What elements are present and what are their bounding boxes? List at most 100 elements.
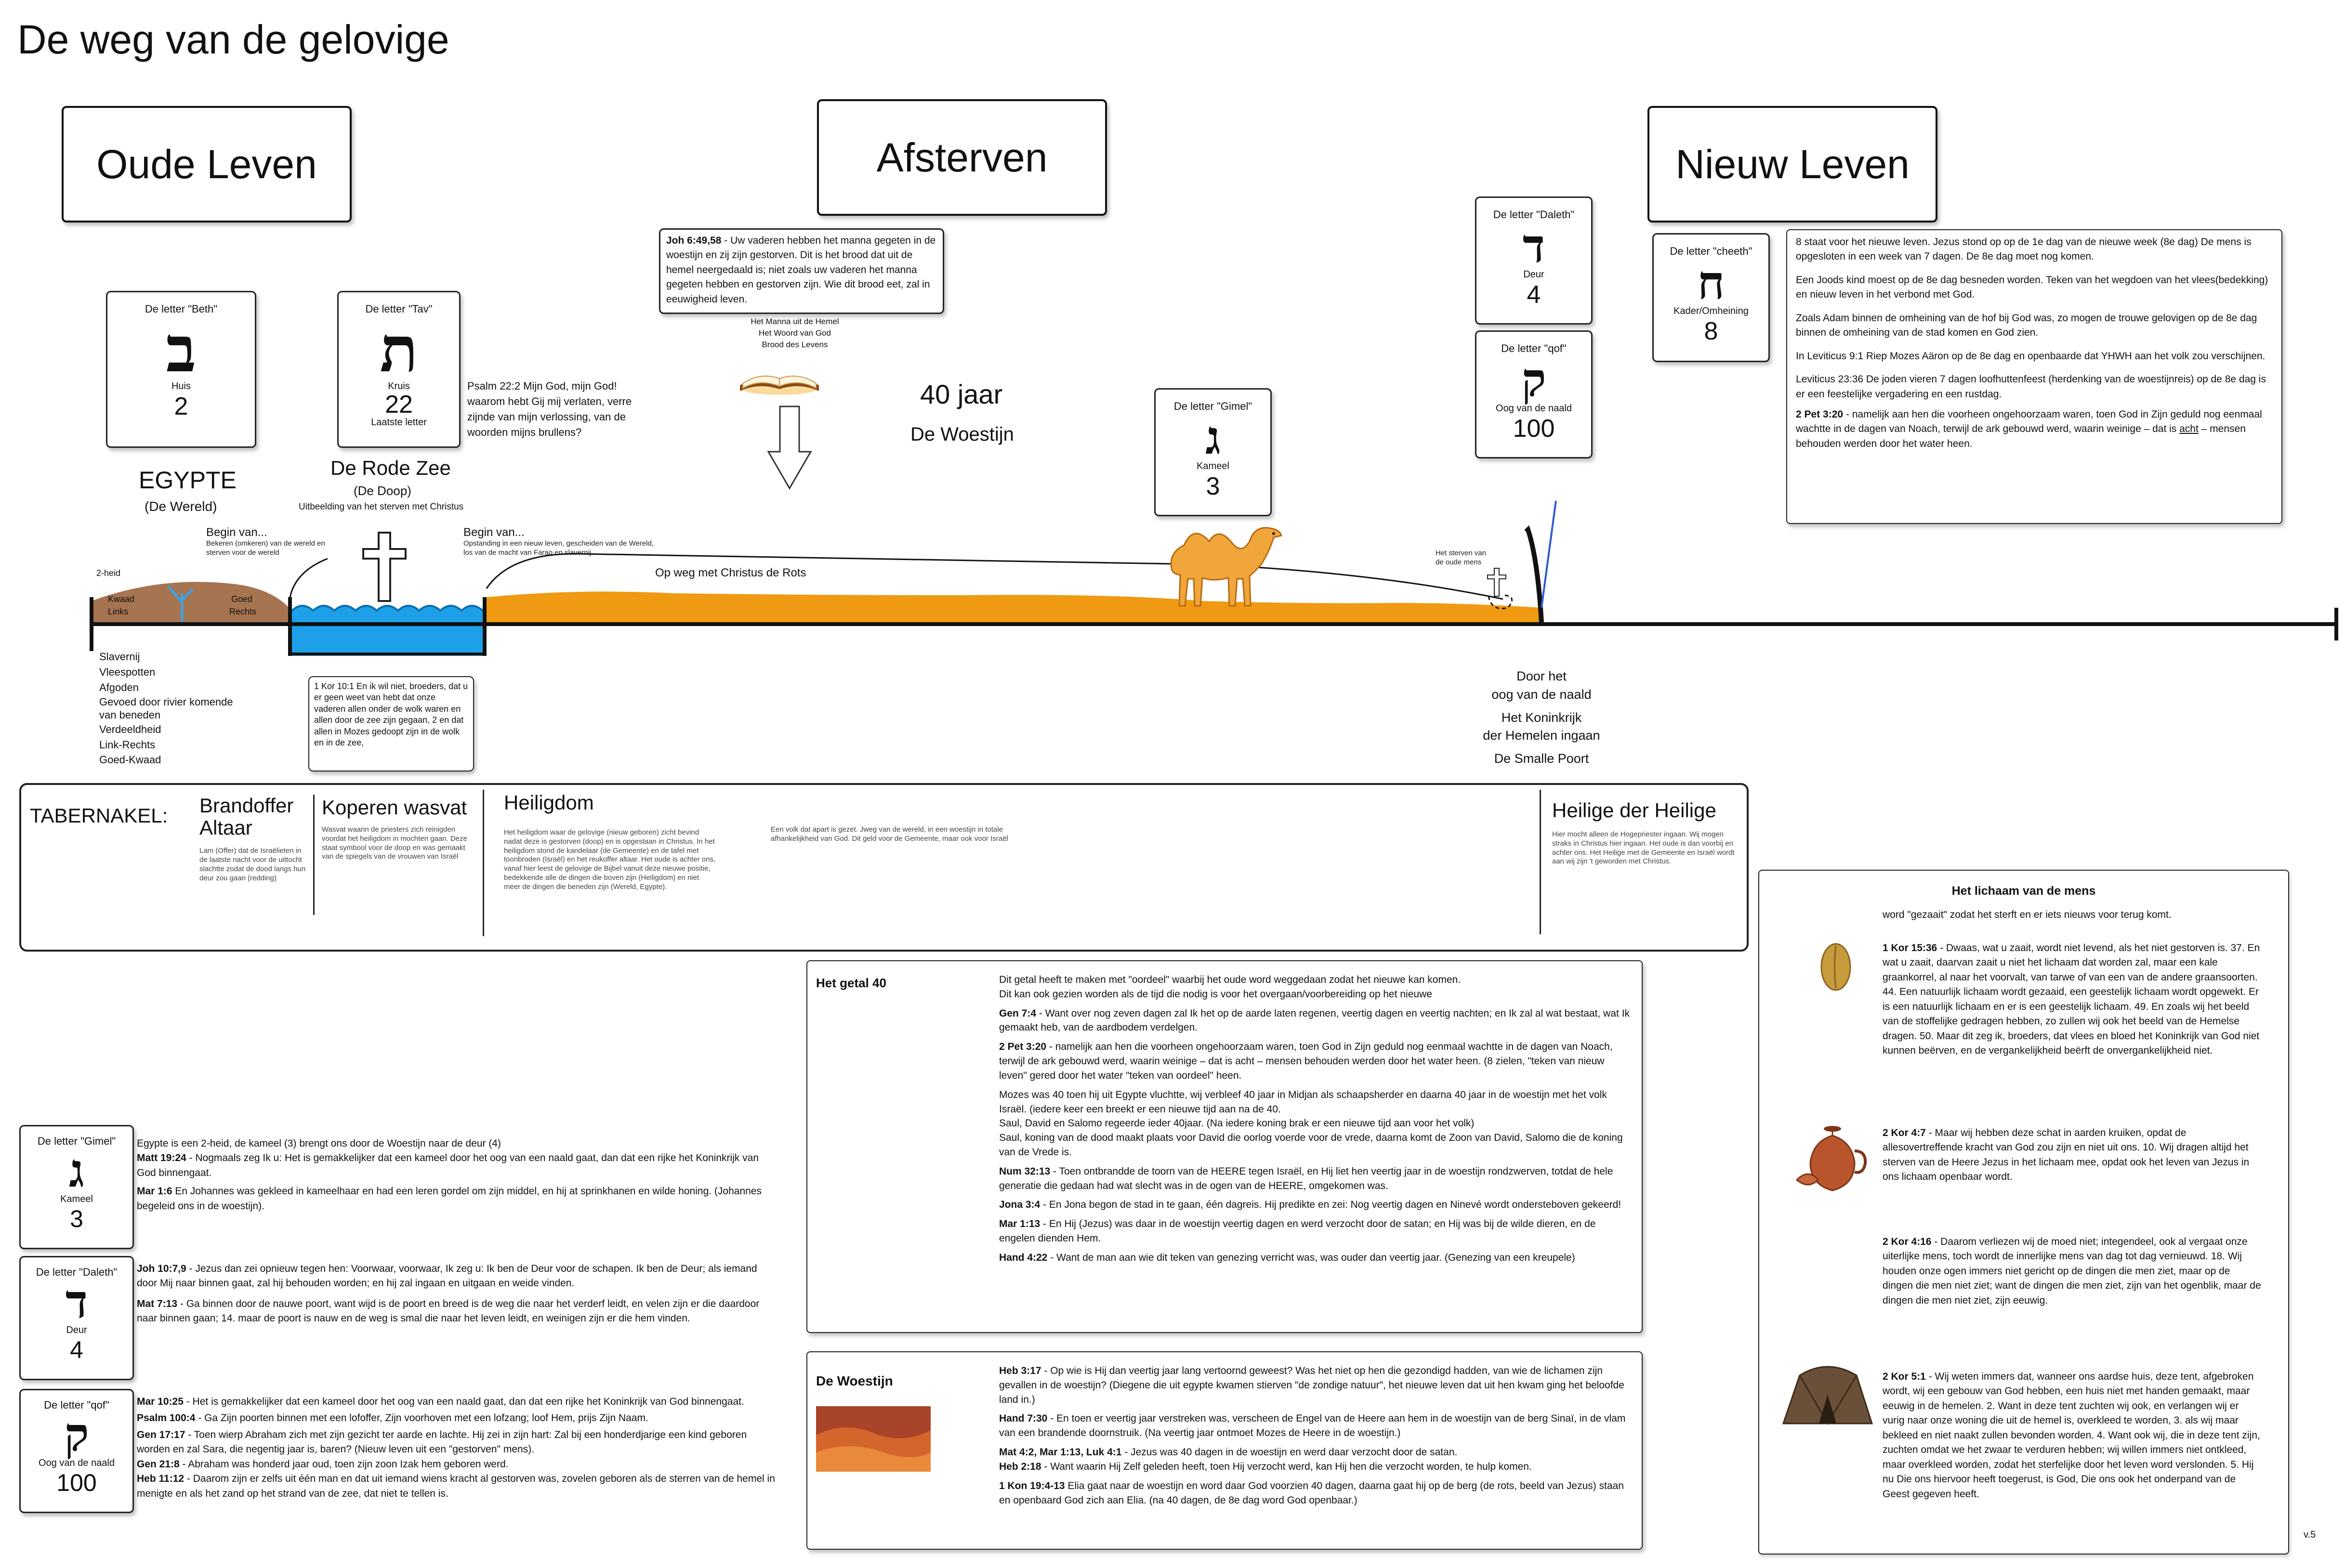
begin-title: Begin van...	[463, 526, 525, 539]
list-item: Link-Rechts	[99, 738, 156, 751]
letter-extra: Laatste letter	[371, 417, 427, 428]
letter-title: De letter "qof"	[1501, 342, 1567, 354]
rodezee-label: De Rode Zee	[330, 457, 451, 479]
verse-ref: 2 Kor 4:7	[1883, 1127, 1926, 1138]
caption-line: Het Woord van God	[759, 328, 831, 338]
tabernakel-bar	[19, 783, 1749, 952]
egypte-label: EGYPTE	[139, 467, 237, 494]
begin-bekeren: Begin van... Bekeren (omkeren) van de we…	[206, 526, 346, 558]
letter-meaning: Deur	[66, 1325, 87, 1335]
manna-caption: Het Manna uit de Hemel Het Woord van God…	[723, 316, 867, 350]
verse-text: - Jezus was 40 dagen in de woestijn en w…	[1121, 1447, 1458, 1458]
section-title: Heiligdom	[504, 791, 594, 814]
verse-ref: 1 Kor 15:36	[1883, 942, 1937, 954]
letter-meaning: Oog van de naald	[39, 1458, 115, 1468]
verse-ref: Matt 19:24	[137, 1152, 186, 1164]
eight-line: Een Joods kind moest op de 8e dag besned…	[1796, 274, 2268, 301]
cross-icon	[362, 532, 407, 602]
woestijn-box: De Woestijn Heb 3:17 - Op wie is Hij dan…	[806, 1351, 1643, 1550]
letter-card-gimel-small: De letter "Gimel" ג Kameel 3	[19, 1125, 134, 1249]
letter-number: 4	[70, 1336, 83, 1363]
letter-number: 4	[1527, 281, 1541, 309]
letter-number: 100	[1513, 415, 1555, 443]
seed-icon	[1820, 943, 1851, 991]
psalm22-text: Psalm 22:2 Mijn God, mijn God! waarom he…	[467, 380, 632, 438]
verse-ref: Gen 17:17	[137, 1429, 185, 1440]
letter-title: De letter "Gimel"	[37, 1135, 116, 1147]
verse-ref: Mat 7:13	[137, 1298, 178, 1309]
gate-line: De Smalle Poort	[1494, 751, 1589, 766]
gimel-intro: Egypte is een 2-heid, de kameel (3) bren…	[137, 1138, 501, 1149]
kor416-text: 2 Kor 4:16 - Daarom verliezen wij de moe…	[1883, 1235, 2263, 1308]
verse-ref: Heb 2:18	[999, 1461, 1041, 1472]
letter-number: 3	[1206, 472, 1220, 500]
verse-ref: Jona 3:4	[999, 1199, 1041, 1211]
header-afsterven: Afsterven	[817, 99, 1107, 216]
kor10-box: 1 Kor 10:1 En ik wil niet, broeders, dat…	[308, 676, 474, 771]
letter-card-qof: De letter "qof" ק Oog van de naald 100	[1475, 330, 1593, 458]
kor51-text: 2 Kor 5:1 - Wij weten immers dat, wannee…	[1883, 1370, 2263, 1502]
verse-highlight: acht	[2179, 423, 2199, 435]
list-item: Verdeeldheid	[99, 723, 161, 735]
eight-line: In Leviticus 9:1 Riep Mozes Aäron op de …	[1796, 350, 2266, 362]
verse-text: - Dwaas, wat u zaait, wordt niet levend,…	[1883, 942, 2260, 1057]
getal40-intro: Dit kan ook gezien worden als de tijd di…	[999, 988, 1432, 1000]
tabernakel-label: TABERNAKEL:	[30, 804, 168, 827]
gate-line: oog van de naald	[1491, 687, 1592, 702]
verse-ref: 2 Kor 5:1	[1883, 1371, 1926, 1382]
camel-icon	[1170, 527, 1282, 607]
gimel-texts: Egypte is een 2-heid, de kameel (3) bren…	[137, 1137, 777, 1214]
hebrew-glyph: ד	[1522, 219, 1545, 273]
letter-card-beth: De letter "Beth" ב Huis 2	[106, 291, 256, 448]
letter-card-qof-small: De letter "qof" ק Oog van de naald 100	[19, 1389, 134, 1513]
red-sea-water	[292, 606, 483, 656]
daleth-texts: Joh 10:7,9 - Jezus dan zei opnieuw tegen…	[137, 1262, 777, 1326]
verse-ref: 2 Kor 4:16	[1883, 1236, 1932, 1247]
page-title: De weg van de gelovige	[17, 17, 449, 62]
version-label: v.5	[2304, 1529, 2316, 1540]
kor1536-text: 1 Kor 15:36 - Dwaas, wat u zaait, wordt …	[1883, 941, 2263, 1058]
egypt-land-shape	[92, 582, 289, 624]
verse-text: - Ga Zijn poorten binnen met een lofoffe…	[195, 1412, 648, 1424]
clay-jar-icon	[1795, 1126, 1867, 1191]
verse-ref: Mat 4:2, Mar 1:13, Luk 4:1	[999, 1447, 1122, 1458]
letter-meaning: Deur	[1523, 269, 1544, 280]
tabernakel-heiligdom: Heiligdom Het heiligdom waar de gelovige…	[504, 791, 716, 891]
verse-text: - Nogmaals zeg Ik u: Het is gemakkelijke…	[137, 1152, 759, 1178]
getal40-para: Saul, koning van de dood maakt plaats vo…	[999, 1132, 1623, 1158]
eight-line: Zoals Adam binnen de omheining van de ho…	[1796, 312, 2257, 339]
verse-text: - Abraham was honderd jaar oud, toen zij…	[179, 1458, 509, 1470]
letter-meaning: Kameel	[1197, 461, 1229, 471]
letter-title: De letter "Beth"	[145, 303, 218, 315]
section-title: Heilige der Heilige	[1552, 799, 1716, 822]
verse-text: En Johannes was gekleed in kameelhaar en…	[137, 1186, 762, 1212]
caption-line: Het Manna uit de Hemel	[751, 317, 839, 326]
desert-label: De Woestijn	[910, 424, 1014, 445]
hebrew-glyph: ק	[1521, 353, 1546, 407]
verse-ref: Num 32:13	[999, 1165, 1051, 1177]
verse-text: Elia gaat naar de woestijn en word daar …	[999, 1480, 1624, 1506]
links-label: Links	[108, 607, 129, 616]
getal40-para: Mozes was 40 toen hij uit Egypte vluchtt…	[999, 1089, 1607, 1115]
verse-text: - Op wie is Hij dan veertig jaar lang ve…	[999, 1365, 1624, 1405]
verse-text: - Wij weten immers dat, wanneer ons aard…	[1883, 1371, 2260, 1500]
list-item: Slavernij	[99, 651, 140, 663]
letter-meaning: Kader/Omheining	[1673, 306, 1749, 316]
hebrew-glyph: ק	[64, 1407, 89, 1462]
letter-meaning: Huis	[171, 381, 191, 392]
section-text: Het heiligdom waar de gelovige (nieuw ge…	[504, 828, 716, 891]
small-cross-icon	[1487, 568, 1506, 597]
verse-ref: Psalm 100:4	[137, 1412, 196, 1424]
getal40-title: Het getal 40	[816, 976, 886, 990]
verse-text: - Want over nog zeven dagen zal Ik het o…	[999, 1007, 1630, 1033]
desert-sand	[487, 591, 1541, 625]
letter-meaning: Kameel	[60, 1194, 93, 1204]
open-book-icon	[740, 375, 819, 395]
goed-label: Goed	[231, 594, 253, 604]
gate-labels: Door het oog van de naald Het Koninkrijk…	[1464, 667, 1619, 768]
forty-years-label: 40 jaar	[920, 379, 1003, 409]
woestijn-title: De Woestijn	[816, 1373, 893, 1388]
begin-text: Bekeren (omkeren) van de wereld en sterv…	[206, 539, 325, 557]
verse-ref: 2 Pet 3:20	[999, 1041, 1047, 1053]
verse-text: - Maar wij hebben deze schat in aarden k…	[1883, 1127, 2250, 1183]
